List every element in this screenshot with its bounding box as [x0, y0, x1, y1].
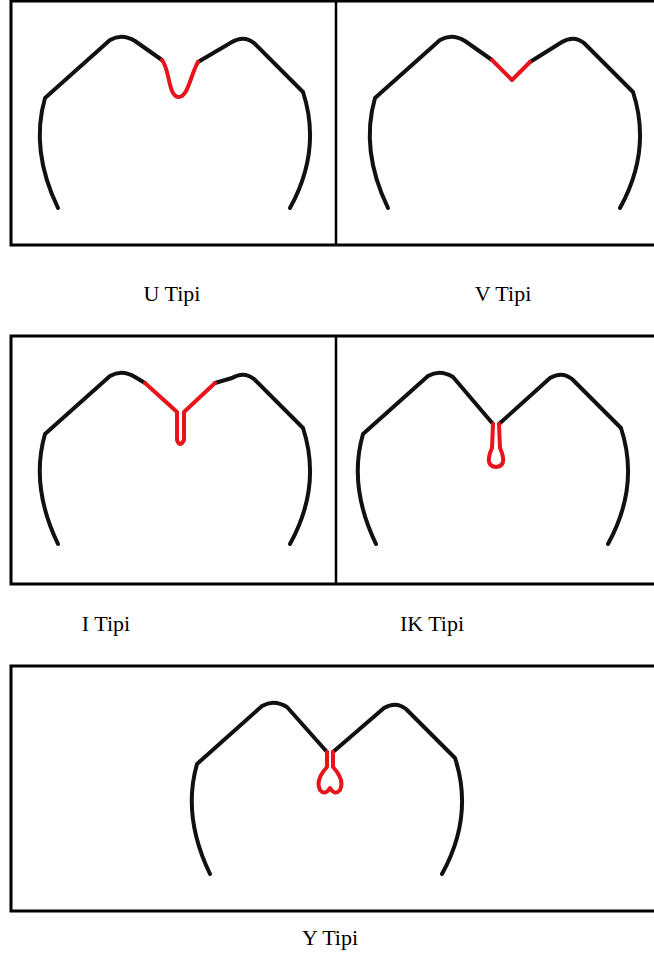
type-caption: IK Tipi [400, 611, 464, 637]
panel-frame [11, 666, 654, 911]
i-type-figure [40, 373, 310, 544]
u-type-figure [40, 37, 310, 208]
type-caption: U Tipi [144, 281, 201, 307]
panel-frame [11, 336, 654, 584]
type-caption: Y Tipi [302, 925, 358, 951]
ik-type-figure [358, 373, 628, 544]
panel-divider [335, 336, 338, 584]
panel-frame [11, 1, 654, 245]
panel-frames [11, 1, 654, 911]
type-caption: V Tipi [475, 281, 531, 307]
v-type-figure [370, 37, 640, 208]
panel-divider [335, 1, 338, 245]
type-caption: I Tipi [82, 611, 130, 637]
y-type-figure [192, 703, 462, 874]
